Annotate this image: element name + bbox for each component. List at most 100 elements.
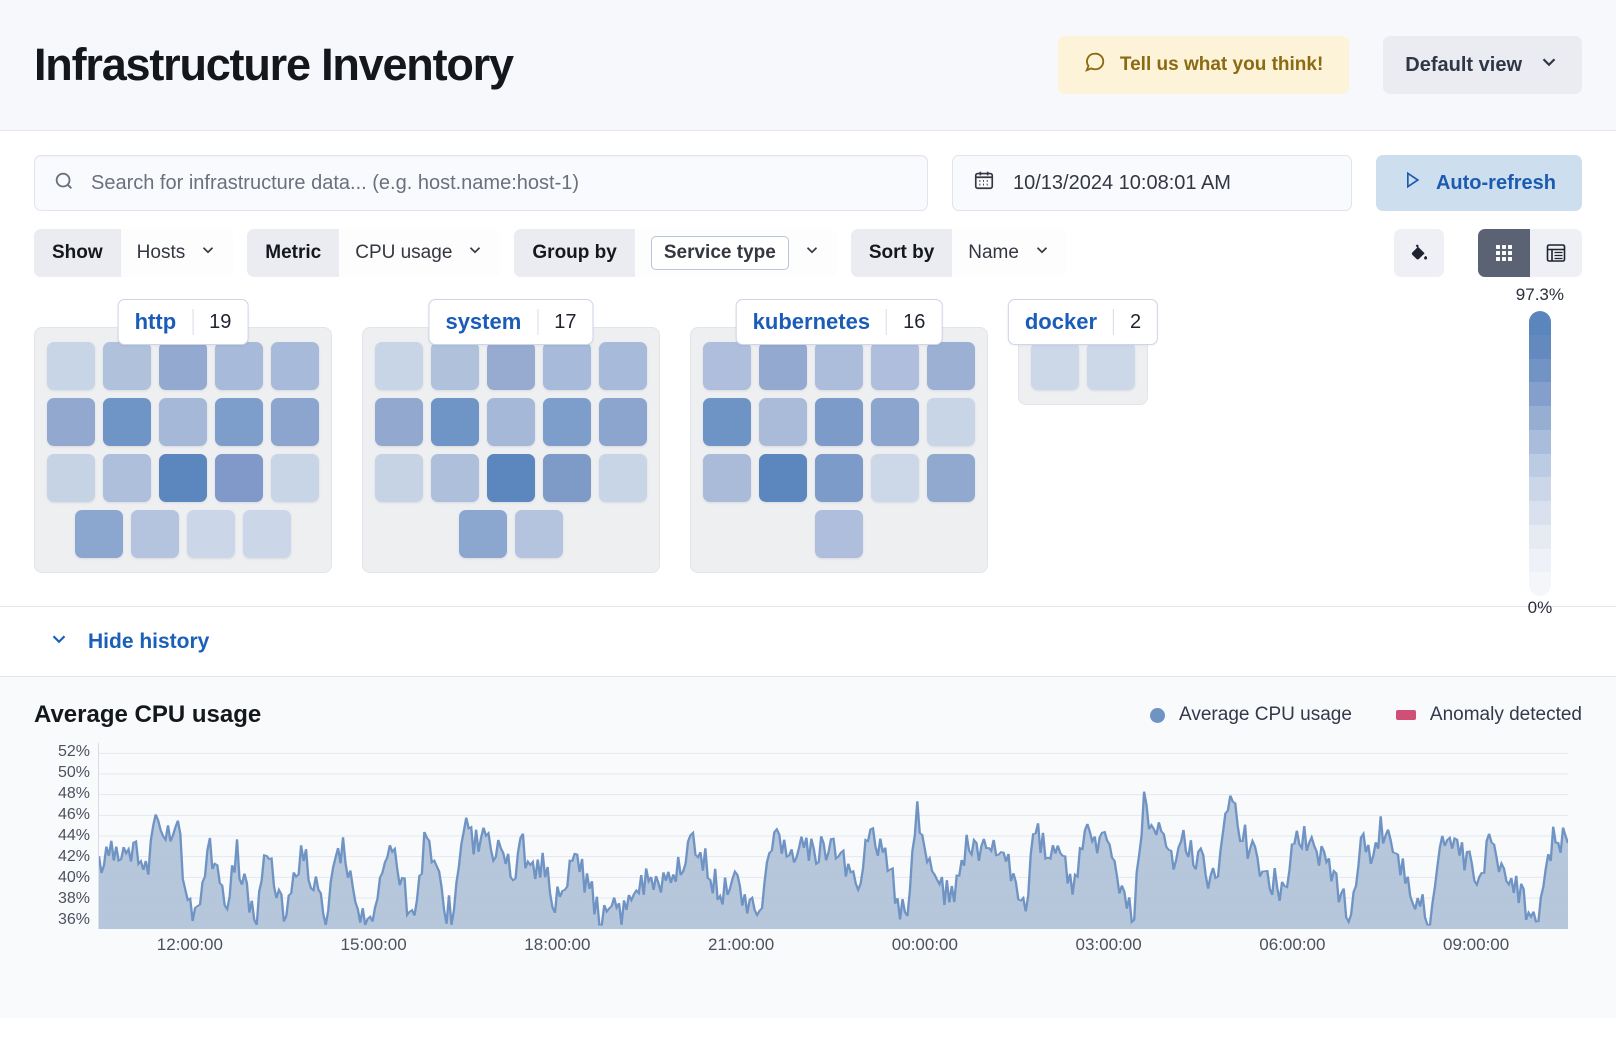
waffle-cell[interactable] <box>487 398 535 446</box>
waffle-cell[interactable] <box>543 342 591 390</box>
waffle-cell[interactable] <box>703 454 751 502</box>
waffle-cell[interactable] <box>375 398 423 446</box>
waffle-cell[interactable] <box>243 510 291 558</box>
waffle-cell[interactable] <box>543 398 591 446</box>
x-tick-label: 18:00:00 <box>524 935 591 954</box>
paint-bucket-icon[interactable] <box>1394 229 1444 277</box>
waffle-cell[interactable] <box>431 398 479 446</box>
y-tick-label: 42% <box>57 848 90 865</box>
waffle-cell[interactable] <box>927 342 975 390</box>
waffle-cell[interactable] <box>599 454 647 502</box>
y-tick-label: 52% <box>57 743 90 760</box>
chart-title: Average CPU usage <box>34 701 262 728</box>
waffle-cell[interactable] <box>131 510 179 558</box>
view-selector-button[interactable]: Default view <box>1383 36 1582 94</box>
waffle-cell[interactable] <box>815 454 863 502</box>
waffle-cell[interactable] <box>815 510 863 558</box>
table-view-icon[interactable] <box>1530 229 1582 277</box>
filter-group-by[interactable]: Group by Service type <box>514 229 837 277</box>
waffle-cell[interactable] <box>159 342 207 390</box>
chart-line <box>99 791 1568 926</box>
color-scale-legend: 97.3% 0% <box>1516 285 1564 618</box>
waffle-cell[interactable] <box>487 454 535 502</box>
waffle-cell[interactable] <box>431 454 479 502</box>
waffle-cell[interactable] <box>487 342 535 390</box>
waffle-cell[interactable] <box>759 398 807 446</box>
filter-group-by-value[interactable]: Service type <box>634 229 837 277</box>
waffle-cell[interactable] <box>75 510 123 558</box>
waffle-cell[interactable] <box>759 342 807 390</box>
waffle-cell[interactable] <box>159 454 207 502</box>
waffle-cell[interactable] <box>271 342 319 390</box>
waffle-cell[interactable] <box>1031 342 1079 390</box>
waffle-cell[interactable] <box>543 454 591 502</box>
waffle-cell[interactable] <box>47 398 95 446</box>
waffle-cell[interactable] <box>759 454 807 502</box>
waffle-cell[interactable] <box>459 510 507 558</box>
waffle-cell[interactable] <box>103 398 151 446</box>
waffle-cell[interactable] <box>871 398 919 446</box>
waffle-cell[interactable] <box>515 510 563 558</box>
hide-history-toggle[interactable]: Hide history <box>0 607 1616 677</box>
waffle-cell[interactable] <box>599 398 647 446</box>
waffle-cell[interactable] <box>103 454 151 502</box>
filter-metric-value[interactable]: CPU usage <box>339 229 501 277</box>
auto-refresh-button[interactable]: Auto-refresh <box>1375 155 1582 211</box>
view-selector-label: Default view <box>1405 53 1522 76</box>
chart-canvas[interactable] <box>98 743 1568 929</box>
waffle-cell[interactable] <box>271 454 319 502</box>
date-picker[interactable]: 10/13/2024 10:08:01 AM <box>951 155 1352 211</box>
filter-sort-by-value[interactable]: Name <box>952 229 1067 277</box>
waffle-cell[interactable] <box>871 454 919 502</box>
waffle-cell[interactable] <box>1087 342 1135 390</box>
group-count: 16 <box>886 309 941 335</box>
waffle-cell[interactable] <box>927 398 975 446</box>
waffle-cell[interactable] <box>47 454 95 502</box>
waffle-cell[interactable] <box>187 510 235 558</box>
view-toggle[interactable] <box>1478 229 1582 277</box>
y-tick-label: 48% <box>57 785 90 802</box>
grid-view-icon[interactable] <box>1478 229 1530 277</box>
waffle-cell[interactable] <box>375 454 423 502</box>
waffle-cell[interactable] <box>703 398 751 446</box>
x-tick-label: 09:00:00 <box>1443 935 1510 954</box>
waffle-cell[interactable] <box>103 342 151 390</box>
filter-row: Show Hosts Metric CPU usage Group by Ser… <box>0 211 1616 277</box>
waffle-cell[interactable] <box>431 342 479 390</box>
waffle-cell[interactable] <box>271 398 319 446</box>
legend-label: Anomaly detected <box>1429 704 1582 725</box>
filter-show-value[interactable]: Hosts <box>120 229 234 277</box>
waffle-cell[interactable] <box>47 342 95 390</box>
y-tick-label: 50% <box>57 764 90 781</box>
chart-svg <box>99 743 1568 929</box>
waffle-cell[interactable] <box>703 342 751 390</box>
group-count: 2 <box>1113 309 1157 335</box>
feedback-button[interactable]: Tell us what you think! <box>1057 36 1350 94</box>
search-input[interactable] <box>91 171 909 195</box>
filter-metric[interactable]: Metric CPU usage <box>247 229 501 277</box>
waffle-cell[interactable] <box>215 398 263 446</box>
waffle-cell[interactable] <box>215 342 263 390</box>
waffle-cell[interactable] <box>815 398 863 446</box>
chart-legend: Average CPU usage Anomaly detected <box>1150 704 1582 726</box>
legend-item-anomaly-detected[interactable]: Anomaly detected <box>1395 704 1582 726</box>
waffle-cell[interactable] <box>159 398 207 446</box>
waffle-cell[interactable] <box>871 342 919 390</box>
filter-show[interactable]: Show Hosts <box>34 229 234 277</box>
waffle-cell[interactable] <box>215 454 263 502</box>
filter-sort-by[interactable]: Sort by Name <box>850 229 1067 277</box>
legend-step <box>1528 358 1551 383</box>
legend-item-average-cpu-usage[interactable]: Average CPU usage <box>1150 704 1352 726</box>
search-box[interactable] <box>34 155 928 211</box>
waffle-cell[interactable] <box>927 454 975 502</box>
waffle-row <box>815 510 863 558</box>
waffle-cell[interactable] <box>599 342 647 390</box>
waffle-cell[interactable] <box>815 342 863 390</box>
group-count: 19 <box>192 309 247 335</box>
waffle-cell[interactable] <box>375 342 423 390</box>
